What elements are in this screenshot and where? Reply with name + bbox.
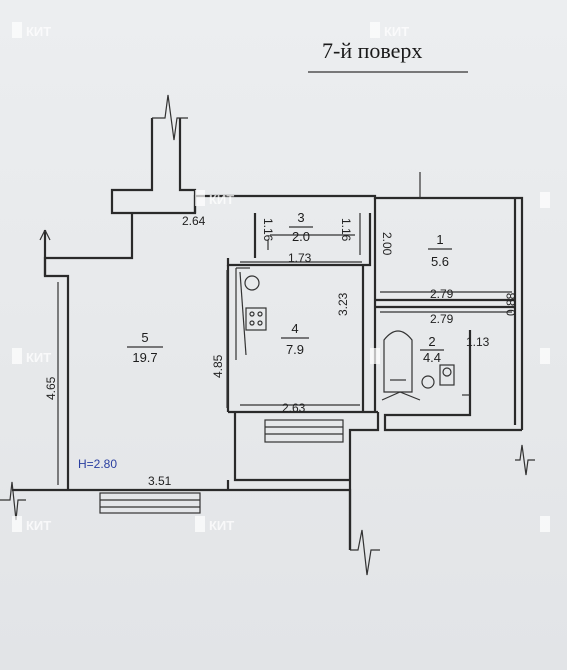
svg-text:КИТ: КИТ: [26, 518, 51, 533]
watermark-bottom-left: КИТ: [12, 516, 51, 533]
room-number: 1: [436, 232, 443, 247]
watermark-bottom-right: [540, 516, 550, 532]
break-line-top: [152, 94, 188, 141]
room-area: 19.7: [132, 350, 157, 365]
room-number: 5: [141, 330, 148, 345]
room-4-label: 4 7.9: [281, 321, 309, 357]
watermark-bottom-middle: КИТ: [195, 516, 234, 533]
svg-text:КИТ: КИТ: [209, 518, 234, 533]
dim-4-85: 4.85: [211, 354, 225, 378]
dim-1-13: 1.13: [466, 335, 490, 349]
watermark-top-left: КИТ: [12, 22, 51, 39]
kit-logo-icon: [12, 348, 22, 364]
room-5-label: 5 19.7: [127, 330, 163, 365]
room-3-label: 3 2.0: [289, 210, 313, 244]
svg-text:КИТ: КИТ: [26, 24, 51, 39]
dim-0-88: 0.88: [504, 292, 518, 316]
kit-logo-icon: [195, 516, 205, 532]
kit-logo-icon: [540, 348, 550, 364]
watermark-top-middle: КИТ: [370, 22, 409, 39]
kit-logo-icon: [370, 348, 380, 364]
outer-walls: [12, 118, 524, 550]
floor-title: 7-й поверх: [322, 38, 422, 63]
dim-3-51: 3.51: [148, 474, 172, 488]
room-area: 4.4: [423, 350, 441, 365]
dim-3-23: 3.23: [336, 292, 350, 316]
svg-text:КИТ: КИТ: [26, 350, 51, 365]
kitchen-fixtures: [235, 267, 267, 360]
window-mark-left: [39, 229, 51, 241]
dim-2-63: 2.63: [282, 401, 306, 415]
dim-1-16-b: 1.16: [339, 218, 353, 242]
room-2-label: 2 4.4: [420, 334, 444, 365]
room-number: 4: [291, 321, 298, 336]
kit-logo-icon: [540, 516, 550, 532]
break-line-left: [0, 481, 26, 521]
dim-2-64: 2.64: [182, 214, 206, 228]
bathtub-icon: [383, 330, 413, 393]
room-area: 2.0: [292, 229, 310, 244]
dim-2-79-b: 2.79: [430, 312, 454, 326]
toilet-icon: [439, 364, 455, 386]
dim-2-00: 2.00: [380, 232, 394, 256]
break-line-bottom: [350, 529, 380, 576]
room-number: 3: [297, 210, 304, 225]
watermark-left-middle: КИТ: [12, 348, 51, 365]
kit-logo-icon: [12, 22, 22, 38]
dimension-lines: [57, 213, 512, 485]
bathroom-fixtures: [381, 330, 470, 401]
room-1-label: 1 5.6: [428, 232, 452, 269]
watermark-right-middle: [540, 348, 550, 364]
kit-logo-icon: [540, 192, 550, 208]
break-line-right: [515, 444, 535, 476]
sink-icon: [244, 275, 260, 291]
stove-icon: [245, 307, 267, 331]
interior-walls: [226, 210, 515, 490]
room-area: 5.6: [431, 254, 449, 269]
dim-4-65: 4.65: [44, 376, 58, 400]
entrance-steps-middle: [264, 419, 344, 443]
dim-1-16-a: 1.16: [261, 218, 275, 242]
watermark-center: [370, 348, 380, 364]
watermark-mid-top: КИТ: [195, 190, 234, 207]
room-area: 7.9: [286, 342, 304, 357]
kit-logo-icon: [370, 22, 380, 38]
watermark-right-top: [540, 192, 550, 208]
svg-text:КИТ: КИТ: [384, 24, 409, 39]
dimension-labels: 2.64 1.16 1.16 1.73 2.00 2.79 2.79 0.88 …: [44, 214, 518, 488]
kit-logo-icon: [195, 190, 205, 206]
kit-logo-icon: [12, 516, 22, 532]
ceiling-height-label: H=2.80: [78, 457, 117, 471]
dim-2-79-a: 2.79: [430, 287, 454, 301]
entrance-steps-bottom: [99, 492, 201, 514]
room-number: 2: [428, 334, 435, 349]
washbasin-icon: [421, 375, 435, 389]
svg-text:КИТ: КИТ: [209, 192, 234, 207]
dim-1-73: 1.73: [288, 251, 312, 265]
